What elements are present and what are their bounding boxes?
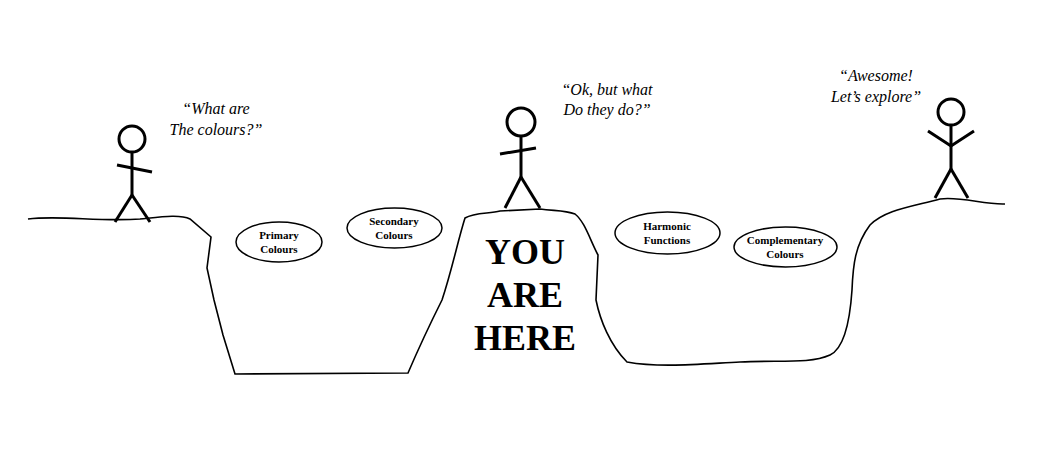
oval-outline — [733, 226, 838, 268]
topic-name: Secondary Colours — [369, 214, 420, 242]
speech-text: “Ok, but what Do they do?” — [561, 80, 654, 120]
location-marker: YOU ARE HERE — [473, 231, 577, 360]
speech-text: “Awesome! Let’s explore” — [830, 65, 922, 107]
topic-name: Complementary Colours — [746, 233, 824, 261]
topic-name: Harmonic Functions — [643, 219, 692, 247]
topic-oval: Complementary Colours — [733, 226, 838, 268]
oval-shape — [347, 208, 442, 248]
terrain-line — [28, 198, 1005, 374]
oval-outline — [614, 211, 721, 255]
stick-figure — [928, 99, 974, 198]
oval-shape — [236, 222, 322, 262]
stick-figure — [115, 126, 152, 222]
oval-outline — [346, 207, 443, 249]
topic-oval: Secondary Colours — [346, 207, 443, 249]
speech-text: “What are The colours?” — [169, 98, 263, 140]
topic-oval: Harmonic Functions — [614, 211, 721, 255]
oval-shape — [615, 212, 720, 254]
topic-name: Primary Colours — [259, 228, 300, 256]
oval-outline — [235, 221, 323, 263]
topic-oval: Primary Colours — [235, 221, 323, 263]
stick-figure — [500, 108, 540, 208]
oval-shape — [734, 227, 837, 267]
